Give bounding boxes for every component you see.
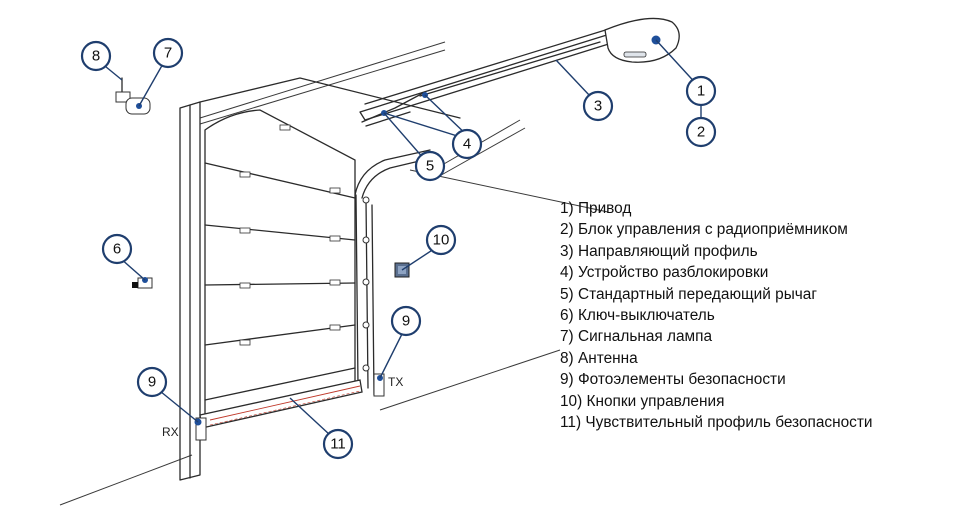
callout-2: 2: [685, 105, 717, 148]
legend-item: 3) Направляющий профиль: [560, 242, 758, 260]
legend-item: 5) Стандартный передающий рычаг: [560, 285, 817, 303]
legend-item: 1) Привод: [560, 200, 632, 217]
callout-9-left-label: 9: [148, 374, 156, 391]
key-switch: [132, 277, 153, 289]
callout-9-left: 9: [136, 366, 168, 398]
callout-1-label: 1: [697, 83, 705, 100]
legend-item: 9) Фотоэлементы безопасности: [560, 371, 786, 389]
legend-item: 2) Блок управления с радиоприёмником: [560, 221, 848, 239]
door-panels: [204, 109, 370, 416]
callout-8: 8: [80, 40, 112, 72]
callout-9-right-label: 9: [402, 313, 410, 330]
rx-tag: RX: [162, 425, 179, 439]
transmission-arm: [361, 91, 428, 127]
callout-4-label: 4: [463, 136, 471, 153]
callout-3-label: 3: [594, 98, 602, 115]
legend-item: 4) Устройство разблокировки: [560, 264, 769, 282]
floor-line: [59, 349, 561, 506]
antenna-lamp: [115, 77, 151, 115]
callout-5-label: 5: [426, 158, 434, 175]
callout-1: 1: [685, 75, 717, 107]
callout-4: 4: [451, 128, 483, 160]
callout-5: 5: [414, 150, 446, 182]
callout-11-label: 11: [330, 436, 346, 453]
callout-9-right: 9: [390, 305, 422, 337]
callout-7-label: 7: [164, 45, 172, 62]
legend: 1) Привод 2) Блок управления с радиоприё…: [560, 198, 873, 433]
callout-2-label: 2: [697, 124, 705, 141]
callout-8-label: 8: [92, 48, 100, 65]
legend-item: 7) Сигнальная лампа: [560, 328, 713, 346]
callout-6: 6: [101, 233, 133, 265]
tx-tag: TX: [388, 375, 403, 389]
callout-3: 3: [582, 90, 614, 122]
legend-item: 10) Кнопки управления: [560, 392, 725, 410]
legend-item: 6) Ключ-выключатель: [560, 307, 715, 325]
callout-7: 7: [152, 37, 184, 69]
legend-item: 11) Чувствительный профиль безопасности: [560, 414, 873, 432]
legend-item: 8) Антенна: [560, 349, 638, 367]
callout-11: 11: [322, 428, 354, 460]
operator-motor: [604, 17, 680, 63]
callout-10-label: 10: [433, 232, 450, 249]
callout-6-label: 6: [113, 241, 121, 258]
callout-10: 10: [425, 224, 457, 256]
side-track: [354, 149, 433, 396]
photocell-tx: [373, 373, 385, 397]
